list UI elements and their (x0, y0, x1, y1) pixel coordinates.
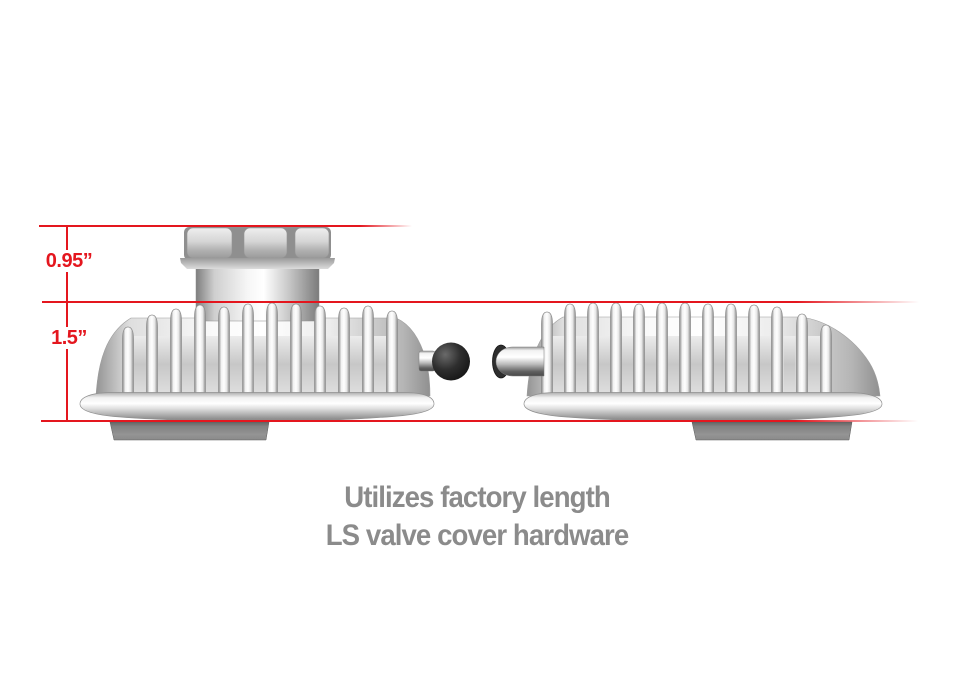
cooling-fin (266, 302, 278, 397)
cooling-fin (656, 302, 668, 397)
cooling-fin (338, 307, 350, 397)
cooling-fin (796, 313, 808, 397)
pcv-grommet (418, 342, 470, 381)
oil-cap-lobe (186, 227, 233, 259)
cooling-fin (170, 308, 182, 397)
right-cover-fin-gaps (552, 336, 820, 393)
cooling-fin (194, 304, 206, 397)
cooling-fin (725, 303, 737, 397)
pcv-grommet-ball (432, 342, 470, 381)
caption-line-2: LS valve cover hardware (325, 518, 629, 552)
cooling-fin (362, 305, 374, 397)
cooling-fin (771, 306, 783, 397)
right-cover-flange (523, 392, 883, 422)
cooling-fin (564, 303, 576, 397)
cooling-fin (610, 302, 622, 397)
right-valve-cover (492, 302, 883, 441)
cooling-fin (218, 306, 230, 397)
cooling-fin (242, 303, 254, 397)
dimension-line-middle (42, 301, 919, 303)
caption: Utilizes factory length LS valve cover h… (0, 479, 954, 554)
dimension-line-top (39, 225, 412, 227)
cooling-fin (386, 310, 398, 397)
right-cover-fins (541, 302, 832, 397)
left-cover-fins (122, 302, 398, 397)
cooling-fin (146, 314, 158, 397)
cooling-fin (587, 302, 599, 397)
dimension-label-upper: 0.95” (38, 250, 100, 272)
cooling-fin (702, 303, 714, 397)
left-valve-cover (79, 227, 470, 441)
breather-tube-barrel (495, 346, 545, 377)
breather-tube (492, 344, 545, 379)
cooling-fin (122, 326, 134, 397)
left-cover-foot (109, 421, 270, 441)
oil-fill-cap (180, 227, 335, 322)
oil-cap-lobe (294, 227, 330, 259)
cooling-fin (290, 303, 302, 397)
cooling-fin (314, 305, 326, 397)
cooling-fin (820, 324, 832, 397)
dimension-line-bottom (41, 420, 918, 422)
cooling-fin (679, 302, 691, 397)
caption-line-1: Utilizes factory length (344, 481, 611, 514)
left-cover-flange (79, 392, 435, 422)
dimension-line-vertical (66, 225, 68, 421)
right-cover-foot (691, 421, 853, 441)
cooling-fin (748, 304, 760, 397)
oil-cap-lip (180, 258, 335, 269)
dimension-label-lower: 1.5” (42, 327, 96, 349)
cooling-fin (633, 303, 645, 397)
left-cover-fin-gaps (134, 336, 386, 393)
oil-cap-lobe (243, 227, 288, 259)
